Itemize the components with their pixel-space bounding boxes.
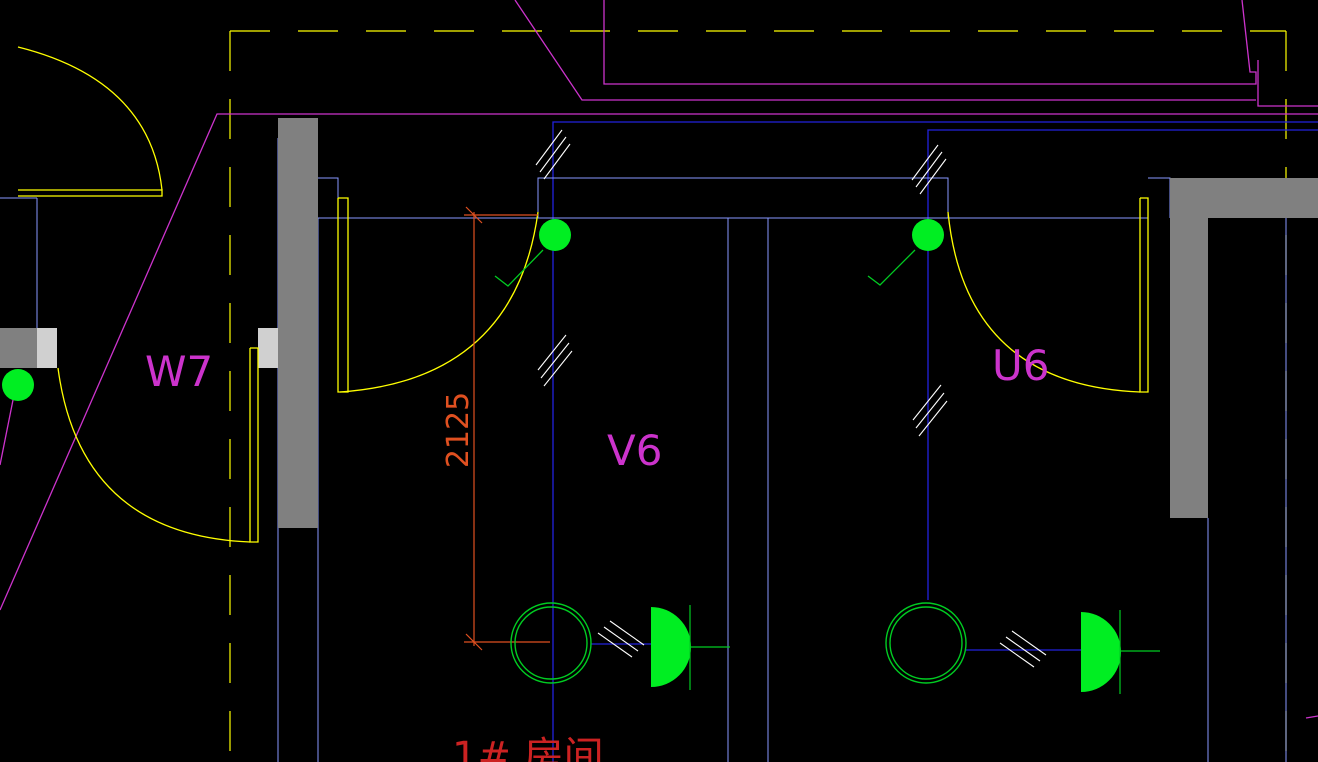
wall-stub-left	[0, 328, 37, 368]
dimension-line	[464, 206, 550, 651]
wall-stub-left-light	[37, 328, 57, 368]
door-leaf-v6	[337, 197, 349, 393]
dimension-tick-top	[465, 206, 483, 224]
dimension-value-label: 2125	[441, 392, 476, 468]
room-v6-top	[318, 217, 729, 762]
door-leaf-w7	[249, 347, 259, 543]
pipe-breaks	[535, 129, 1047, 668]
wall-column-right	[1170, 198, 1208, 518]
node-tick-u6	[867, 249, 916, 286]
outline-lines	[0, 138, 1287, 762]
door-arc-topleft	[17, 46, 163, 191]
magenta-lines	[0, 0, 1318, 719]
wall-column-left	[278, 118, 318, 528]
room-u6-outline	[767, 217, 1148, 762]
node-tick-v6	[494, 249, 544, 287]
door-arc-v6	[339, 211, 539, 393]
door-arc-u6	[947, 211, 1141, 393]
magenta-channel-return	[1257, 60, 1318, 107]
label-w7: W7	[145, 347, 213, 396]
magenta-inner-channel	[603, 0, 1257, 85]
wall-top-right	[1170, 178, 1318, 218]
pipe-break-icon	[535, 129, 571, 180]
pipe-break-icon	[999, 630, 1047, 668]
sprinkler-node-icon	[912, 219, 944, 251]
beam-outline	[537, 177, 949, 219]
fixtures	[510, 602, 1160, 694]
door-leaf-u6	[1139, 197, 1149, 393]
door-arc-w7	[57, 367, 251, 543]
sprinkler-node-icon	[539, 219, 571, 251]
magenta-right-stub	[1305, 715, 1318, 719]
pipe-break-icon	[912, 384, 948, 437]
fixture-circle-icon	[885, 602, 967, 684]
dimension-tick-bottom	[465, 633, 483, 651]
door-leaf-topleft	[18, 189, 163, 197]
fixture-half-dome-icon	[1081, 610, 1160, 694]
pipe-break-icon	[537, 334, 573, 387]
pipe-break-icon	[911, 144, 947, 195]
fixture-circle-icon	[510, 602, 592, 684]
magenta-top-channel	[514, 0, 1256, 101]
walls	[0, 118, 1318, 528]
wall-stub-mid-light	[258, 328, 278, 368]
sprinkler-node-icon	[2, 369, 34, 401]
room-name-label: 1# 房间	[452, 734, 604, 762]
pipe-main-2	[927, 129, 1318, 600]
pipe-main-1	[552, 121, 1318, 762]
label-u6: U6	[992, 341, 1049, 390]
label-v6: V6	[607, 426, 662, 475]
fixture-half-dome-icon	[651, 605, 730, 690]
magenta-left-stub	[0, 394, 15, 466]
magenta-diagonal	[0, 113, 1318, 611]
door-swings	[17, 46, 1149, 543]
sprinkler-nodes	[2, 219, 944, 401]
pipe-break-icon	[597, 620, 645, 658]
